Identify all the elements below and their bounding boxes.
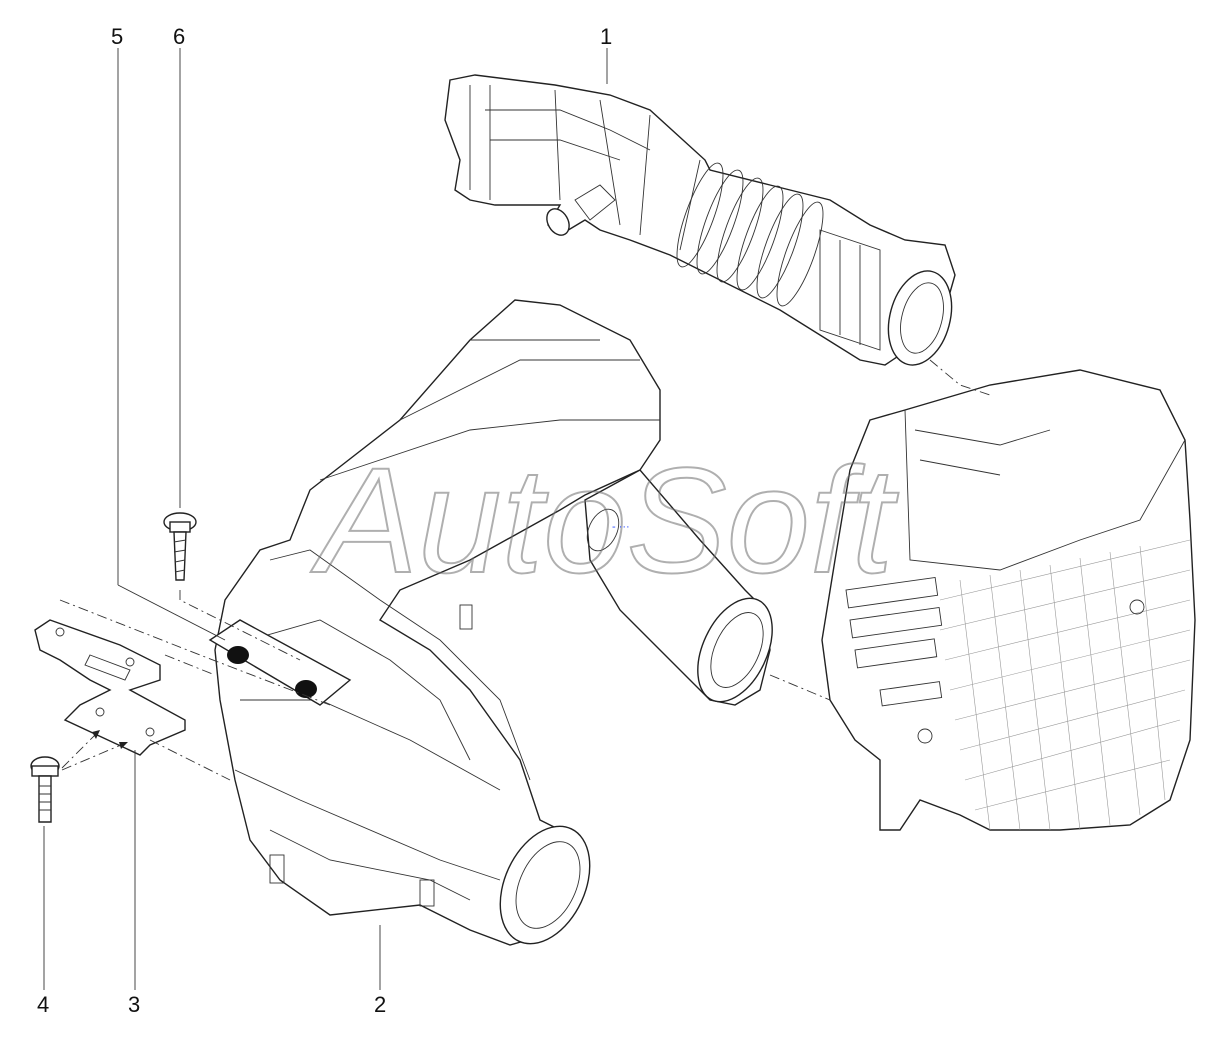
part-2-air-filter-housing bbox=[208, 299, 773, 946]
part-6-screw bbox=[163, 512, 197, 581]
callout-1: 1 bbox=[600, 24, 612, 49]
part-4-bolt bbox=[30, 756, 60, 823]
callout-6: 6 bbox=[173, 24, 185, 49]
callout-4: 4 bbox=[37, 992, 49, 1017]
leader-lines bbox=[43, 48, 991, 990]
watermark: AutoSoft bbox=[310, 436, 899, 604]
part-3-bracket bbox=[34, 619, 186, 756]
part-1-intake-hose bbox=[444, 74, 956, 366]
callout-5: 5 bbox=[111, 24, 123, 49]
callout-3: 3 bbox=[128, 992, 140, 1017]
callout-2: 2 bbox=[374, 992, 386, 1017]
engine-air-box-context bbox=[821, 369, 1196, 831]
small-blue-mark: - ··· bbox=[612, 521, 630, 533]
